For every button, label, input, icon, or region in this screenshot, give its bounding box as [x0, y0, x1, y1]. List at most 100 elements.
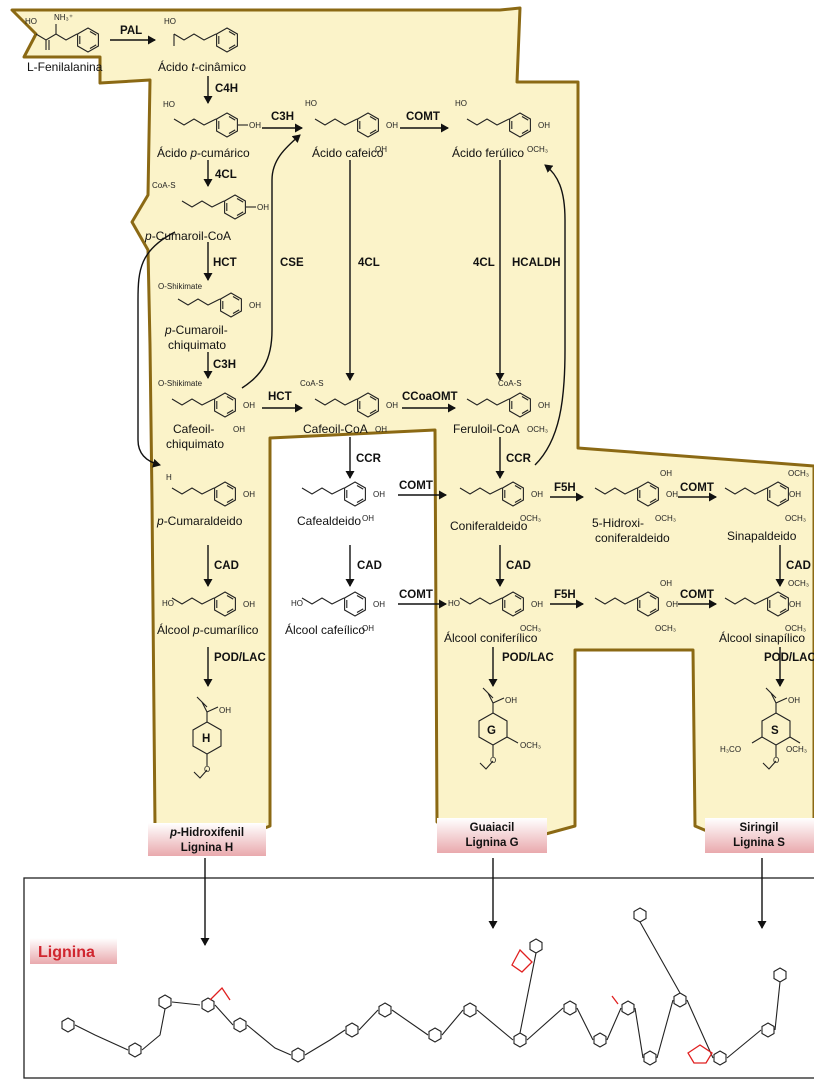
oh-label: OH	[219, 706, 231, 715]
och3-label: OCH₃	[785, 514, 806, 523]
compound-name: Álcool coniferílico	[444, 630, 538, 645]
structure-caffealdehyde	[302, 482, 365, 506]
oh-label: OH	[789, 490, 801, 499]
compound-name: Feruloil-CoA	[453, 422, 520, 436]
oh-label: OH	[788, 696, 800, 705]
svg-text:Siringil: Siringil	[740, 822, 779, 834]
oh-label: OH	[531, 490, 543, 499]
coa-s-label: CoA-S	[300, 379, 324, 388]
enzyme-label: COMT	[406, 111, 440, 123]
o-label: O	[204, 765, 210, 774]
compound-name: p-Cumaroil-	[164, 323, 228, 337]
och3-label: OCH₃	[527, 425, 548, 434]
oh-label: OH	[538, 401, 550, 410]
ho-label: HO	[162, 599, 174, 608]
enzyme-label: CCoaOMT	[402, 391, 458, 403]
unit-badge-g: Guaiacil Lignina G	[437, 818, 547, 853]
oh-label: OH	[362, 514, 374, 523]
unit-s-letter: S	[771, 725, 779, 737]
oh-label: OH	[243, 401, 255, 410]
oh-label: OH	[257, 203, 269, 212]
enzyme-label: C3H	[213, 359, 236, 371]
enzyme-label: F5H	[554, 482, 576, 494]
enzyme-label: 4CL	[215, 169, 237, 181]
unit-g-letter: G	[487, 725, 496, 737]
unit-badge-s: Siringil Lignina S	[705, 818, 814, 853]
enzyme-label: CAD	[357, 560, 382, 572]
compound-name: coniferaldeido	[595, 531, 670, 545]
svg-text:Lignina G: Lignina G	[465, 837, 518, 849]
structure-caffeyl-alcohol	[302, 592, 365, 616]
compound-name: Ácido ferúlico	[452, 145, 524, 160]
compound-name: Sinapaldeido	[727, 529, 797, 543]
enzyme-label: POD/LAC	[764, 652, 814, 664]
svg-text:Lignina: Lignina	[38, 944, 95, 961]
enzyme-label: PAL	[120, 25, 142, 37]
ho-label: HO	[455, 99, 467, 108]
h3co-label: H₃CO	[720, 745, 741, 754]
compound-name: Álcool p-cumarílico	[157, 622, 259, 637]
och3-label: OCH₃	[786, 745, 807, 754]
och3-label: OCH₃	[788, 579, 809, 588]
enzyme-label: 4CL	[358, 257, 380, 269]
och3-label: OCH₃	[655, 624, 676, 633]
compound-name: chiquimato	[166, 437, 224, 451]
oh-label: OH	[233, 425, 245, 434]
enzyme-label: C3H	[271, 111, 294, 123]
compound-name: Álcool cafeílico	[285, 622, 365, 637]
oh-label: OH	[249, 301, 261, 310]
och3-label: OCH₃	[788, 469, 809, 478]
enzyme-label: COMT	[399, 589, 433, 601]
coa-s-label: CoA-S	[498, 379, 522, 388]
enzyme-label: CCR	[506, 453, 532, 465]
oh-label: OH	[666, 490, 678, 499]
enzyme-label: CAD	[214, 560, 239, 572]
compound-name: L-Fenilalanina	[27, 60, 103, 74]
svg-text:p-Hidroxifenil: p-Hidroxifenil	[169, 827, 244, 839]
h-label: H	[166, 473, 172, 482]
enzyme-label: HCT	[213, 257, 237, 269]
ho-label: HO	[163, 100, 175, 109]
svg-text:Guaiacil: Guaiacil	[470, 822, 515, 834]
enzyme-label: HCALDH	[512, 257, 561, 269]
pathway-region	[12, 8, 814, 853]
och3-label: OCH₃	[520, 741, 541, 750]
ho-label: HO	[164, 17, 176, 26]
oh-label: OH	[373, 490, 385, 499]
compound-name: Álcool sinapílico	[719, 630, 805, 645]
oh-label: OH	[538, 121, 550, 130]
lignin-label-badge: Lignina	[30, 938, 117, 964]
ho-label: HO	[25, 17, 37, 26]
o-shikimate-label: O-Shikimate	[158, 282, 203, 291]
oh-label: OH	[666, 600, 678, 609]
compound-name: Cafealdeido	[297, 514, 361, 528]
compound-name: p-Cumaroil-CoA	[144, 229, 231, 243]
enzyme-label: HCT	[268, 391, 292, 403]
coa-s-label: CoA-S	[152, 181, 176, 190]
svg-text:Lignina H: Lignina H	[181, 842, 233, 854]
enzyme-label: COMT	[680, 482, 714, 494]
compound-name: Ácido p-cumárico	[157, 145, 250, 160]
enzyme-label: CCR	[356, 453, 382, 465]
enzyme-label: CSE	[280, 257, 304, 269]
ho-label: HO	[448, 599, 460, 608]
oh-label: OH	[660, 469, 672, 478]
oh-label: OH	[660, 579, 672, 588]
enzyme-label: COMT	[399, 480, 433, 492]
o-label: O	[490, 756, 496, 765]
oh-label: OH	[243, 600, 255, 609]
enzyme-label: POD/LAC	[502, 652, 554, 664]
enzyme-label: POD/LAC	[214, 652, 266, 664]
oh-label: OH	[373, 600, 385, 609]
enzyme-label: F5H	[554, 589, 576, 601]
unit-badge-h: p-Hidroxifenil Lignina H	[148, 823, 266, 856]
oh-label: OH	[531, 600, 543, 609]
compound-name: chiquimato	[168, 338, 226, 352]
oh-label: OH	[375, 425, 387, 434]
enzyme-label: C4H	[215, 83, 238, 95]
och3-label: OCH₃	[527, 145, 548, 154]
compound-name: Ácido t-cinâmico	[158, 59, 246, 74]
och3-label: OCH₃	[655, 514, 676, 523]
enzyme-label: CAD	[506, 560, 531, 572]
